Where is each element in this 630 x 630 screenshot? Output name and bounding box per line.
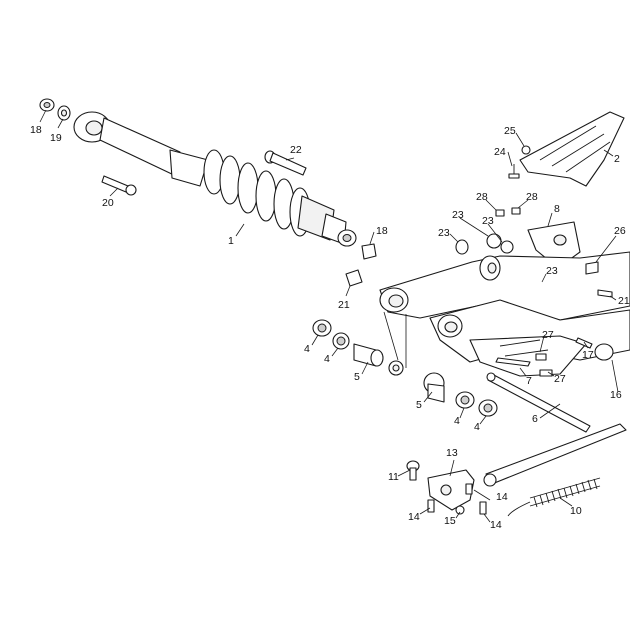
- bolt-20[interactable]: [101, 175, 137, 196]
- callout-labels: 18 19 20 1 22 18 21 25 24 2 28 28 8 23 2…: [30, 124, 630, 531]
- callout-22: 22: [290, 144, 302, 156]
- screw-24[interactable]: [508, 164, 520, 179]
- swingarm[interactable]: [379, 251, 630, 377]
- screws-14[interactable]: [427, 483, 487, 515]
- callout-26: 26: [614, 225, 626, 237]
- bearing-4-a[interactable]: [312, 319, 332, 337]
- callout-23: 23: [482, 215, 494, 227]
- callout-25: 25: [504, 125, 516, 137]
- callout-21: 21: [618, 295, 630, 307]
- pivot-shaft-6[interactable]: [486, 372, 591, 433]
- washer-19[interactable]: [57, 105, 71, 121]
- callout-20: 20: [102, 197, 114, 209]
- washer-small[interactable]: [388, 360, 404, 376]
- callout-4: 4: [304, 343, 310, 355]
- callout-16: 16: [610, 389, 622, 401]
- side-stand-rod[interactable]: [483, 423, 627, 487]
- callout-4: 4: [454, 415, 460, 427]
- callout-14: 14: [490, 519, 502, 531]
- callout-17: 17: [582, 349, 594, 361]
- callout-21: 21: [338, 299, 350, 311]
- callout-23: 23: [452, 209, 464, 221]
- leader-lines: [39, 109, 619, 523]
- callout-27: 27: [542, 329, 554, 341]
- nut-21-left[interactable]: [345, 269, 363, 287]
- callout-5: 5: [416, 399, 422, 411]
- callout-6: 6: [532, 413, 538, 425]
- callout-19: 19: [50, 132, 62, 144]
- spindle-7[interactable]: [495, 357, 531, 367]
- callout-10: 10: [570, 505, 582, 517]
- callout-11: 11: [388, 471, 399, 483]
- bearing-4-d[interactable]: [478, 399, 498, 417]
- callout-24: 24: [494, 146, 506, 158]
- callout-14: 14: [408, 511, 420, 523]
- bearing-4-b[interactable]: [332, 332, 350, 350]
- callout-18: 18: [376, 225, 388, 237]
- callout-5: 5: [354, 371, 360, 383]
- callout-15: 15: [444, 515, 456, 527]
- bracket-13[interactable]: [427, 469, 475, 511]
- callout-4: 4: [324, 353, 330, 365]
- pin-17[interactable]: [575, 337, 593, 349]
- callout-2: 2: [614, 153, 620, 165]
- plate-8[interactable]: [527, 221, 581, 269]
- nut-18-lower[interactable]: [361, 243, 377, 260]
- callout-8: 8: [554, 203, 560, 215]
- callout-18: 18: [30, 124, 42, 136]
- callout-1: 1: [228, 235, 234, 247]
- callout-27: 27: [554, 373, 566, 385]
- callout-23: 23: [546, 265, 558, 277]
- bolt-26[interactable]: [585, 261, 599, 275]
- bolt-11[interactable]: [406, 460, 420, 481]
- callout-13: 13: [446, 447, 458, 459]
- screws-28[interactable]: [495, 207, 521, 217]
- nut-25[interactable]: [521, 145, 531, 155]
- callout-28: 28: [476, 191, 488, 203]
- bracket-2[interactable]: [519, 111, 625, 187]
- callout-28: 28: [526, 191, 538, 203]
- bolt-22[interactable]: [264, 150, 307, 176]
- callout-7: 7: [526, 375, 532, 387]
- bearing-4-c[interactable]: [455, 391, 475, 409]
- nut-18-upper[interactable]: [39, 98, 55, 112]
- screws-27[interactable]: [535, 353, 553, 377]
- shock-absorber[interactable]: [73, 111, 357, 247]
- callout-4: 4: [474, 421, 480, 433]
- callout-23: 23: [438, 227, 450, 239]
- callout-14: 14: [496, 491, 508, 503]
- spacer-5-b[interactable]: [423, 372, 445, 403]
- spring-10[interactable]: [507, 477, 601, 517]
- washer-15[interactable]: [455, 505, 465, 515]
- spacer-5-a[interactable]: [353, 343, 384, 367]
